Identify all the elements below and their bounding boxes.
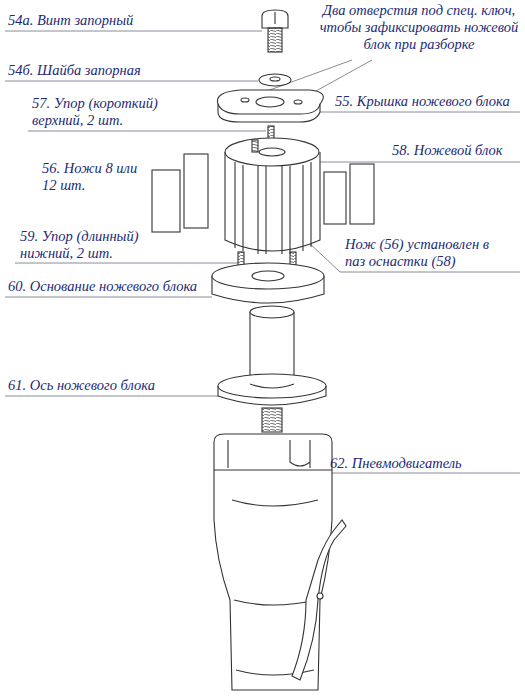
part-label: 61. Ось ножевого блока	[8, 377, 238, 394]
note: Нож (56) установлен в паз оснастки (58)	[345, 236, 505, 270]
part-label: 54а. Винт запорный	[8, 12, 238, 29]
parts	[152, 10, 374, 690]
part-label: 59. Упор (длинный) нижний, 2 шт.	[20, 228, 168, 262]
part-label: 54б. Шайба запорная	[8, 62, 238, 79]
part-label: 57. Упор (короткий) верхний, 2 шт.	[32, 95, 187, 129]
note: Два отверстия под спец. ключ, чтобы зафи…	[316, 2, 522, 53]
part-label: 56. Ножи 8 или 12 шт.	[42, 160, 147, 194]
part-label: 62. Пневмодвигатель	[330, 455, 520, 472]
leader-lines	[5, 31, 520, 473]
part-label: 55. Крышка ножевого блока	[335, 93, 520, 110]
part-label: 60. Основание ножевого блока	[8, 278, 268, 295]
part-label: 58. Ножевой блок	[392, 142, 520, 159]
